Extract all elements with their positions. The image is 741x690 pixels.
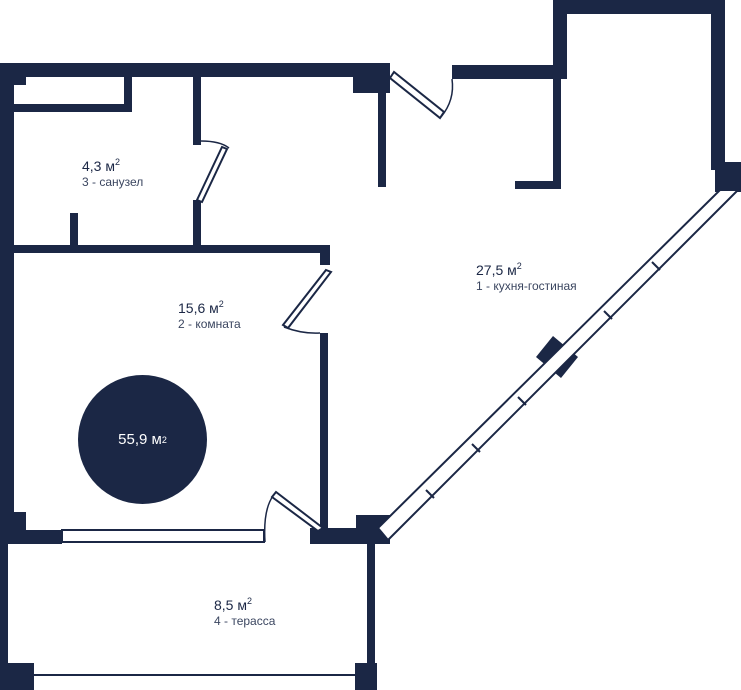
room-label-terrace: 8,5 м2 4 - терасса — [214, 596, 276, 628]
room-area: 4,3 м2 — [82, 157, 120, 174]
room-name: 4 - терасса — [214, 614, 276, 628]
room-label-kitchen-living: 27,5 м2 1 - кухня-гостиная — [476, 261, 577, 293]
room-label-bedroom: 15,6 м2 2 - комната — [178, 299, 241, 331]
room-label-bathroom: 4,3 м2 3 - санузел — [82, 157, 144, 189]
room-name: 1 - кухня-гостиная — [476, 279, 577, 293]
room-area: 8,5 м2 — [214, 596, 252, 613]
room-name: 3 - санузел — [82, 175, 144, 189]
room-area: 15,6 м2 — [178, 299, 224, 316]
door-swings — [200, 78, 454, 543]
room-name: 2 - комната — [178, 317, 241, 331]
room-area: 27,5 м2 — [476, 261, 522, 278]
